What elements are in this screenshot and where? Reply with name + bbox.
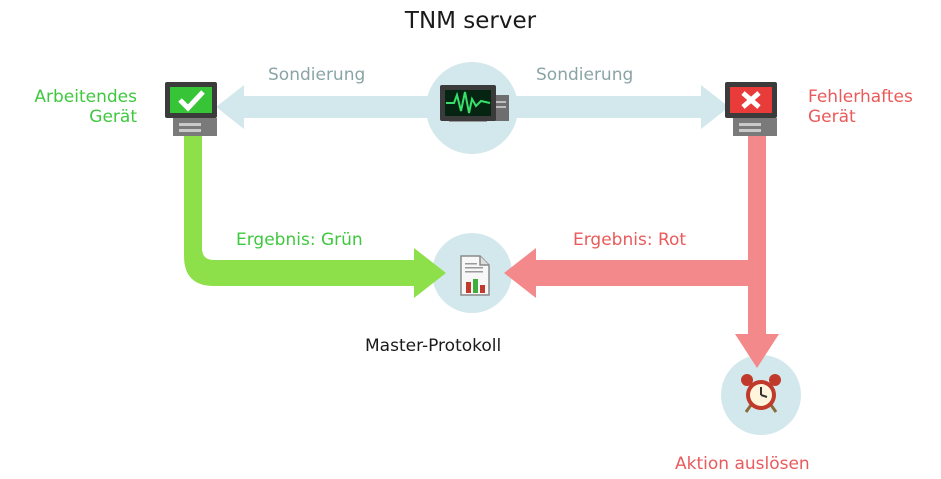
monitor-heartbeat-icon [440, 85, 509, 122]
monitor-checkmark-icon [165, 82, 217, 136]
working-device-label: Arbeitendes Gerät [34, 87, 137, 127]
report-chart-icon [460, 255, 490, 296]
faulty-device-label: Fehlerhaftes Gerät [808, 87, 913, 127]
probe-label-left: Sondierung [268, 65, 366, 85]
trigger-action-label: Aktion auslösen [675, 454, 810, 474]
result-red-label: Ergebnis: Rot [573, 230, 687, 250]
probe-arrow-right [512, 85, 729, 129]
diagram-title: TNM server [404, 8, 537, 34]
result-arrow-green [184, 136, 446, 298]
monitor-x-icon [725, 82, 777, 136]
probe-label-right: Sondierung [536, 65, 634, 85]
alarm-clock-icon [741, 374, 781, 413]
result-arrow-red [504, 136, 766, 336]
master-log-label: Master-Protokoll [365, 336, 502, 356]
action-arrow-red [735, 334, 779, 368]
faulty-device-label-line2: Gerät [808, 106, 856, 127]
result-green-label: Ergebnis: Grün [236, 230, 363, 250]
working-device-label-line1: Arbeitendes [34, 87, 137, 107]
working-device-label-line2: Gerät [89, 106, 137, 127]
probe-arrow-left [216, 85, 435, 129]
faulty-device-label-line1: Fehlerhaftes [808, 87, 913, 107]
